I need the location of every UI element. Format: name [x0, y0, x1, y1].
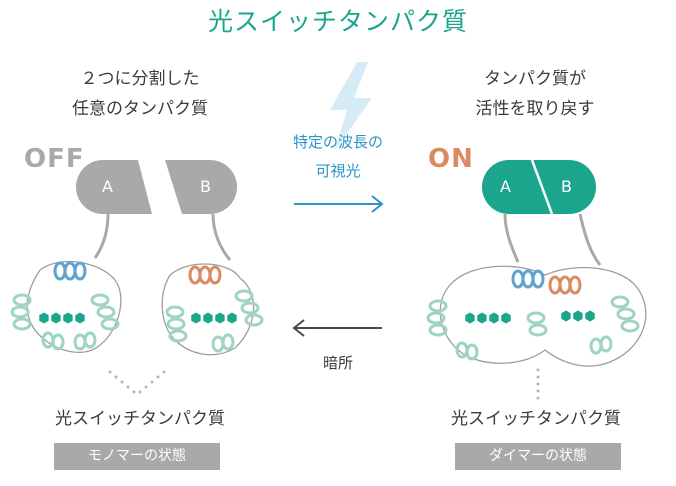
monomer-dotted-indicator: [108, 370, 166, 394]
left-part-a-shape: [76, 160, 152, 214]
monomer-badge: モノマーの状態: [54, 443, 220, 470]
on-state-label: ON: [428, 144, 474, 174]
dimer-dotted-indicator: [536, 368, 540, 400]
right-part-b-label: B: [561, 177, 572, 196]
right-heading-line1: タンパク質が: [484, 69, 586, 89]
off-state-label: OFF: [24, 144, 85, 174]
light-label-line2: 可視光: [315, 162, 361, 180]
left-monomer-a: [10, 213, 122, 353]
dark-arrow: [292, 319, 382, 337]
right-heading-line2: 活性を取り戻す: [475, 99, 595, 119]
right-dimer-shape: [482, 160, 596, 214]
left-part-a-label: A: [102, 177, 113, 196]
light-arrow: [294, 195, 384, 213]
right-dimer-protein: [426, 213, 647, 367]
dimer-badge: ダイマーの状態: [455, 443, 621, 470]
left-caption: 光スイッチタンパク質: [55, 409, 225, 429]
left-heading-line1: ２つに分割した: [80, 69, 200, 89]
left-heading-line2: 任意のタンパク質: [72, 99, 208, 119]
page-title: 光スイッチタンパク質: [207, 7, 468, 36]
dark-label: 暗所: [322, 354, 353, 372]
left-part-b-label: B: [200, 177, 211, 196]
left-part-b-shape: [165, 160, 237, 214]
lightning-icon: [330, 62, 372, 150]
right-caption: 光スイッチタンパク質: [451, 409, 621, 429]
right-part-a-label: A: [500, 177, 511, 196]
light-label-line1: 特定の波長の: [292, 133, 383, 151]
left-monomer-b: [161, 213, 264, 356]
